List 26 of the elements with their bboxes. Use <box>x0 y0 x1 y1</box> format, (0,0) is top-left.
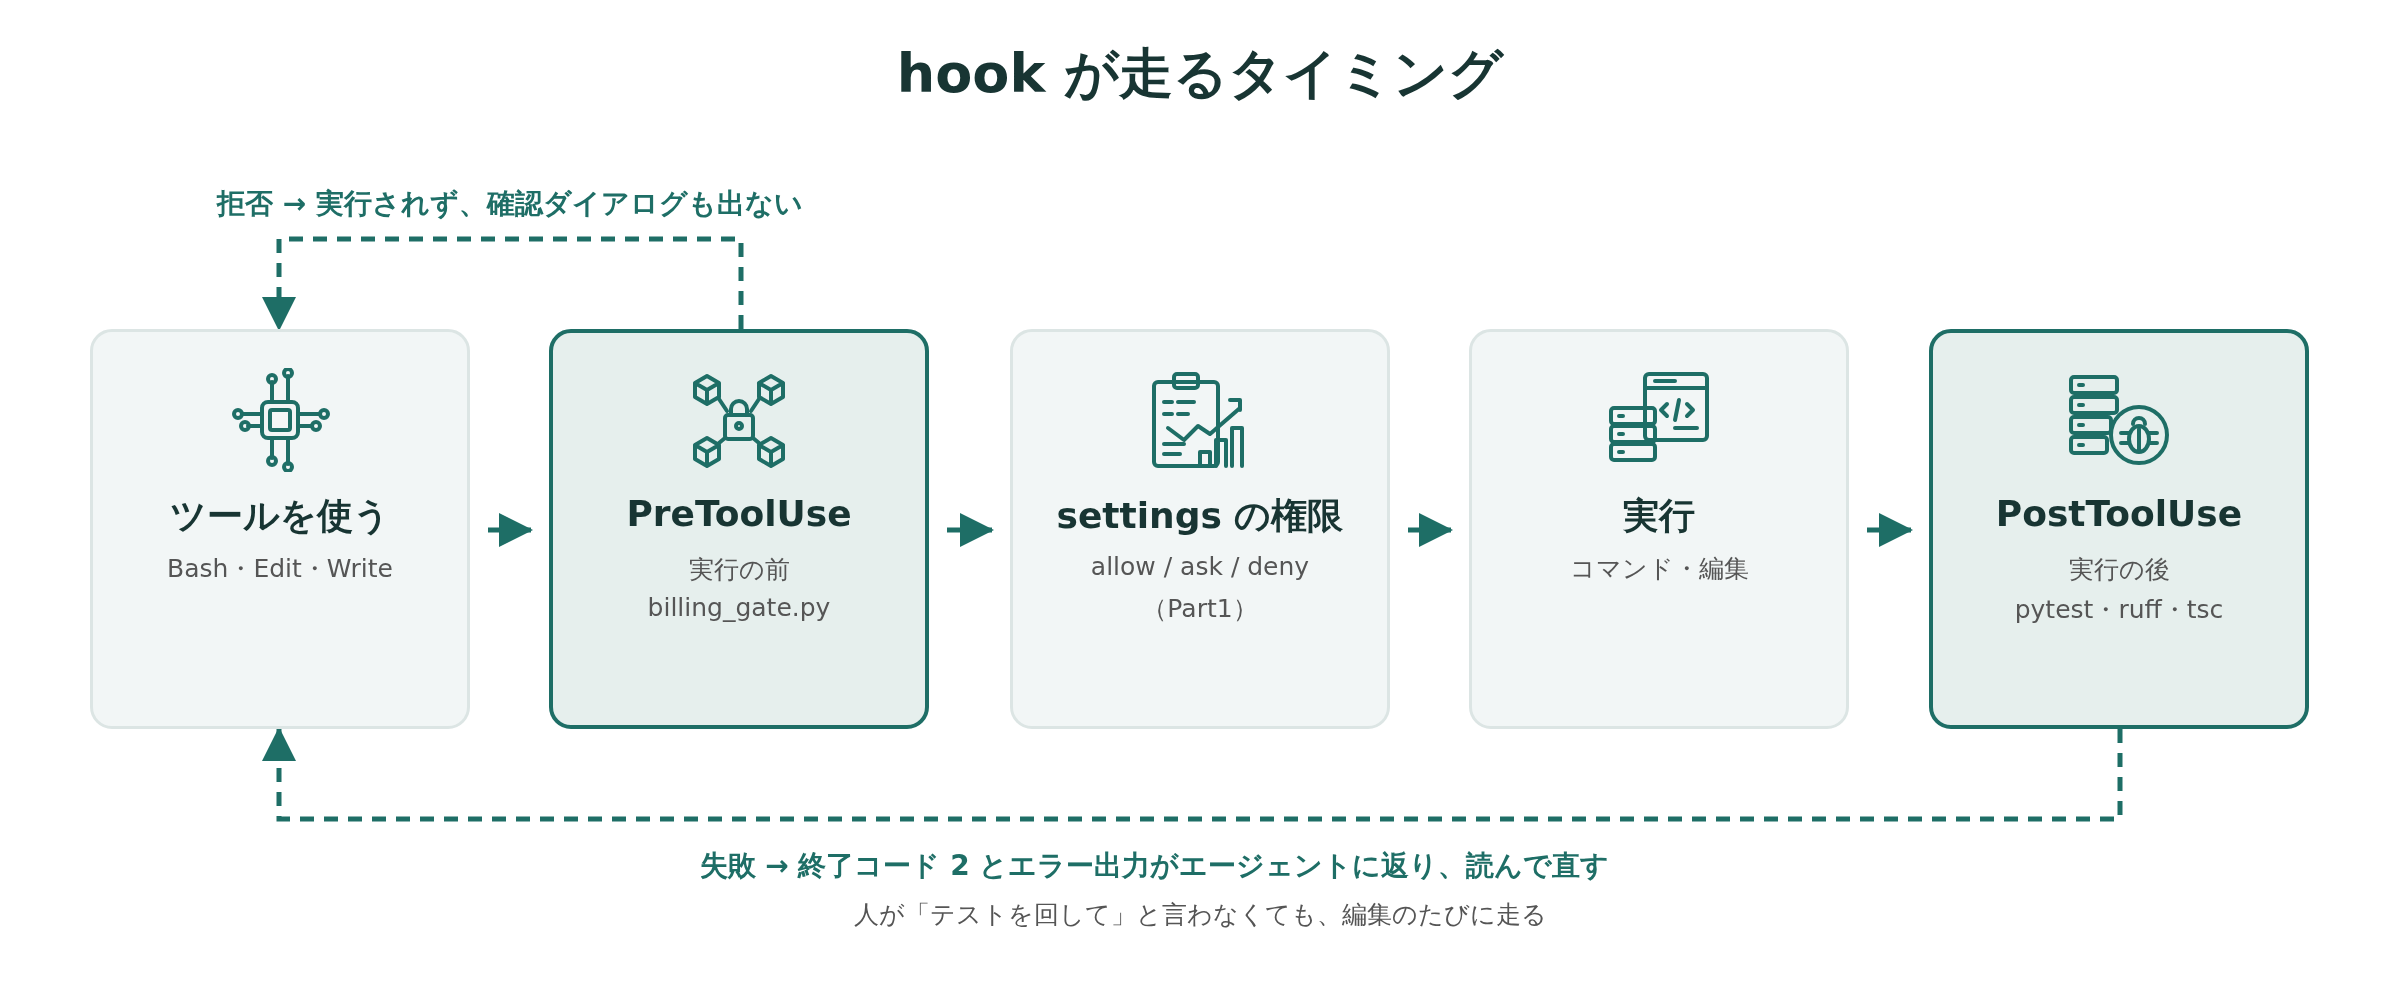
step-title: PreToolUse <box>625 493 853 534</box>
arrow <box>488 513 533 547</box>
step-detail: コマンド・編集 <box>1568 553 1750 585</box>
dashed-arrow <box>262 727 2123 822</box>
step-title: settings の権限 <box>1055 494 1345 538</box>
hook-box <box>549 329 929 729</box>
step-detail: Bash・Edit・Write <box>166 553 394 585</box>
hook-box <box>1929 329 2309 729</box>
step-title: 実行 <box>1622 494 1696 538</box>
step-box <box>1010 329 1390 729</box>
step-title: PostToolUse <box>1994 493 2244 534</box>
step-detail: allow / ask / deny <box>1089 552 1311 581</box>
arrow <box>947 513 994 547</box>
step-detail: billing_gate.py <box>646 593 832 622</box>
step-box <box>90 329 470 729</box>
arrow <box>1867 513 1913 547</box>
step-detail: 実行の前 <box>687 554 791 586</box>
step-detail: 実行の後 <box>2067 554 2171 586</box>
step-title: ツールを使う <box>169 494 391 538</box>
dashed-arrow <box>262 236 744 331</box>
arrow <box>1408 513 1453 547</box>
step-detail: （Part1） <box>1141 593 1259 625</box>
diagram-title: hook が走るタイミング <box>895 41 1505 107</box>
step-box <box>1469 329 1849 729</box>
step-detail: pytest・ruff・tsc <box>2013 594 2225 626</box>
note-text: 人が「テストを回して」と言わなくても、編集のたびに走る <box>853 899 1547 931</box>
